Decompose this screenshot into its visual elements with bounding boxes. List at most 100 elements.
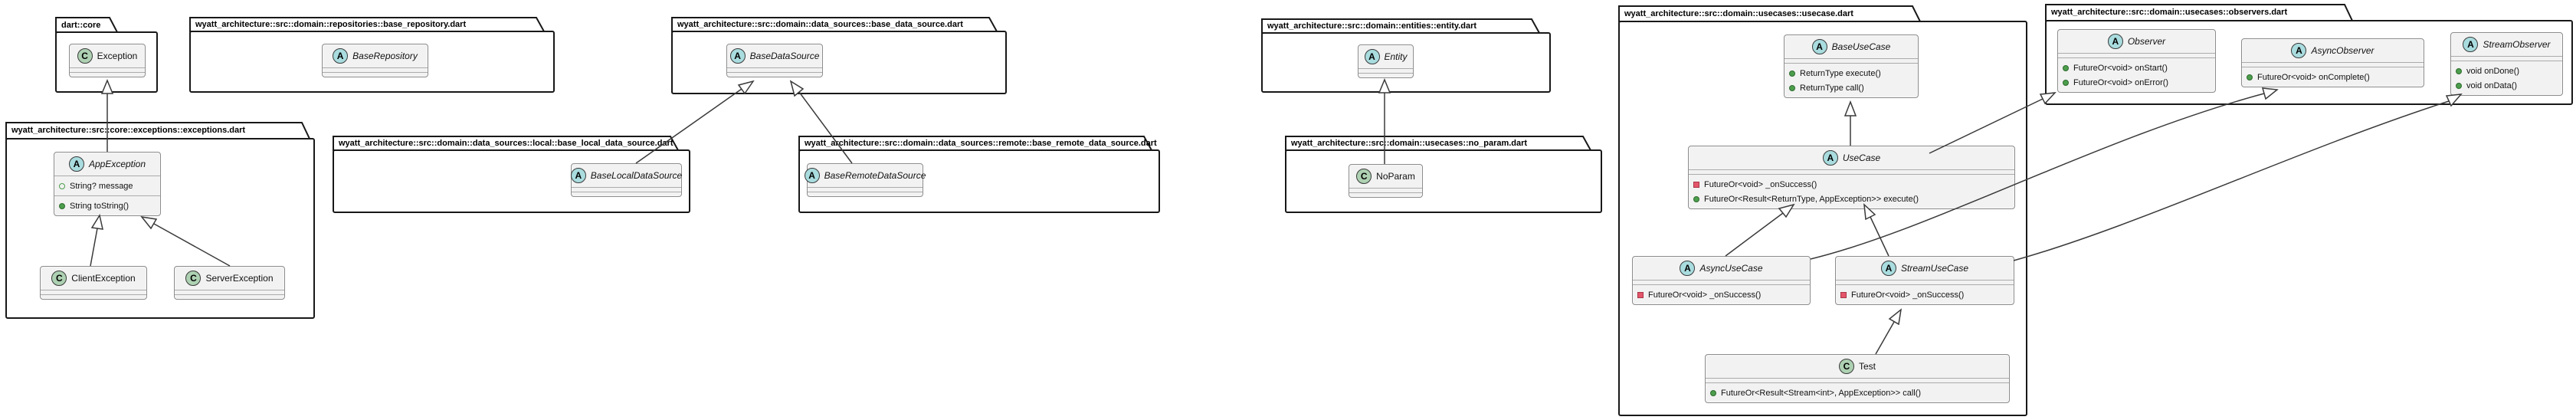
- arrowhead-appexception-left: [90, 214, 103, 230]
- field-visibility-icon: [59, 182, 65, 189]
- arrowhead-entity: [1378, 78, 1391, 94]
- class-observer: A Observer FutureOr<void> onStart() Futu…: [2057, 29, 2216, 93]
- abstract-badge-icon: A: [1880, 261, 1896, 276]
- class-use-case: A UseCase FutureOr<void> _onSuccess() Fu…: [1688, 146, 2015, 209]
- public-method-icon: [2063, 79, 2069, 86]
- class-name: AsyncObserver: [2311, 45, 2374, 56]
- method-text: FutureOr<Result<Stream<int>, AppExceptio…: [1721, 388, 1922, 398]
- methods-compartment: [572, 192, 681, 196]
- method-row: FutureOr<void> onComplete(): [2247, 70, 2419, 84]
- package-label-no-param: wyatt_architecture::src::domain::usecase…: [1291, 139, 1528, 148]
- methods-compartment: [323, 72, 428, 77]
- class-badge-icon: C: [51, 271, 67, 286]
- private-method-icon: [1840, 291, 1847, 298]
- class-no-param: C NoParam: [1349, 164, 1423, 198]
- abstract-badge-icon: A: [1822, 150, 1838, 166]
- class-title: C NoParam: [1349, 165, 1422, 188]
- abstract-badge-icon: A: [729, 48, 746, 64]
- methods-compartment: FutureOr<Result<Stream<int>, AppExceptio…: [1706, 382, 2009, 402]
- class-name: Entity: [1384, 51, 1408, 62]
- method-row: FutureOr<void> onError(): [2063, 75, 2211, 90]
- method-text: void onData(): [2466, 80, 2518, 90]
- class-entity: A Entity: [1358, 44, 1414, 78]
- class-title: A UseCase: [1689, 146, 2014, 169]
- public-method-icon: [1710, 389, 1716, 396]
- method-text: FutureOr<Result<ReturnType, AppException…: [1704, 194, 1919, 204]
- class-name: NoParam: [1376, 171, 1415, 182]
- package-label-exceptions: wyatt_architecture::src::core::exception…: [11, 126, 246, 135]
- method-row: void onData(): [2456, 78, 2558, 93]
- class-title: A AsyncUseCase: [1633, 257, 1810, 280]
- method-row: void onDone(): [2456, 64, 2558, 78]
- method-row: ReturnType execute(): [1789, 66, 1913, 80]
- class-name: BaseRepository: [352, 51, 418, 61]
- class-client-exception: C ClientException: [40, 266, 147, 300]
- public-method-icon: [1693, 195, 1699, 202]
- class-title: A BaseDataSource: [727, 44, 822, 67]
- class-name: Observer: [2127, 36, 2166, 47]
- abstract-badge-icon: A: [333, 48, 349, 64]
- methods-compartment: [1358, 73, 1413, 77]
- class-title: A StreamObserver: [2451, 33, 2562, 56]
- public-method-icon: [2456, 82, 2462, 89]
- method-text: void onDone(): [2466, 66, 2520, 76]
- class-title: C ClientException: [41, 267, 146, 290]
- methods-compartment: [808, 192, 923, 196]
- arrowhead-baseusecase: [1844, 100, 1857, 116]
- edge-streamusecase-streamobserver: [2013, 100, 2450, 261]
- edge-test-streamusecase: [1875, 321, 1895, 355]
- class-base-repository: A BaseRepository: [322, 44, 428, 77]
- class-name: ServerException: [205, 273, 274, 284]
- methods-compartment: ReturnType execute() ReturnType call(): [1785, 63, 1918, 97]
- field-row: String? message: [59, 179, 156, 193]
- class-name: StreamObserver: [2483, 39, 2551, 50]
- inheritance-arrowheads: [90, 78, 2463, 326]
- class-title: A Observer: [2058, 30, 2215, 53]
- edge-clientexception-appexception: [90, 228, 98, 267]
- class-base-use-case: A BaseUseCase ReturnType execute() Retur…: [1784, 34, 1919, 98]
- class-title: A BaseLocalDataSource: [570, 164, 683, 187]
- class-badge-icon: C: [1356, 169, 1372, 184]
- class-exception: C Exception: [69, 44, 146, 77]
- abstract-badge-icon: A: [570, 168, 586, 183]
- private-method-icon: [1693, 181, 1699, 188]
- class-name: AppException: [88, 159, 146, 169]
- abstract-badge-icon: A: [68, 156, 84, 172]
- methods-compartment: FutureOr<void> _onSuccess() FutureOr<Res…: [1689, 174, 2014, 208]
- class-title: A BaseRemoteDataSource: [804, 164, 926, 187]
- arrowhead-asyncobserver: [2261, 87, 2279, 100]
- package-label-entity: wyatt_architecture::src::domain::entitie…: [1267, 21, 1477, 31]
- edge-baselocal-basedatasource: [635, 88, 742, 164]
- method-row: FutureOr<Result<Stream<int>, AppExceptio…: [1710, 386, 2004, 400]
- edge-asyncusecase-usecase: [1725, 212, 1784, 257]
- class-name: AsyncUseCase: [1699, 263, 1763, 274]
- arrowhead-observer: [2039, 92, 2057, 105]
- package-label-base-repository: wyatt_architecture::src::domain::reposit…: [195, 20, 467, 29]
- class-name: StreamUseCase: [1900, 263, 1969, 274]
- class-async-use-case: A AsyncUseCase FutureOr<void> _onSuccess…: [1632, 256, 1811, 305]
- class-title: A BaseUseCase: [1785, 35, 1918, 58]
- methods-compartment: void onDone() void onData(): [2451, 61, 2562, 95]
- class-base-data-source: A BaseDataSource: [726, 44, 823, 77]
- folder-body-no-param: [1285, 149, 1602, 213]
- abstract-badge-icon: A: [1680, 261, 1696, 276]
- class-title: C ServerException: [175, 267, 284, 290]
- class-name: BaseDataSource: [749, 51, 820, 61]
- public-method-icon: [2247, 74, 2253, 80]
- method-text: FutureOr<void> onError(): [2073, 77, 2169, 87]
- arrowhead-appexception-right: [140, 215, 158, 230]
- method-row: FutureOr<Result<ReturnType, AppException…: [1693, 192, 2010, 206]
- arrowhead-exception: [100, 79, 114, 94]
- folder-body-base-data-source: [671, 31, 1007, 94]
- method-row: FutureOr<void> _onSuccess(): [1840, 287, 2009, 302]
- class-title: C Exception: [70, 44, 145, 67]
- class-title: A StreamUseCase: [1836, 257, 2014, 280]
- method-row: FutureOr<void> _onSuccess(): [1693, 177, 2010, 192]
- class-name: BaseLocalDataSource: [590, 170, 683, 181]
- method-text: FutureOr<void> _onSuccess(): [1648, 290, 1762, 300]
- arrowhead-streamobserver: [2445, 94, 2463, 107]
- methods-compartment: FutureOr<void> onStart() FutureOr<void> …: [2058, 57, 2215, 92]
- fields-compartment: String? message: [54, 176, 160, 195]
- field-text: String? message: [70, 181, 133, 191]
